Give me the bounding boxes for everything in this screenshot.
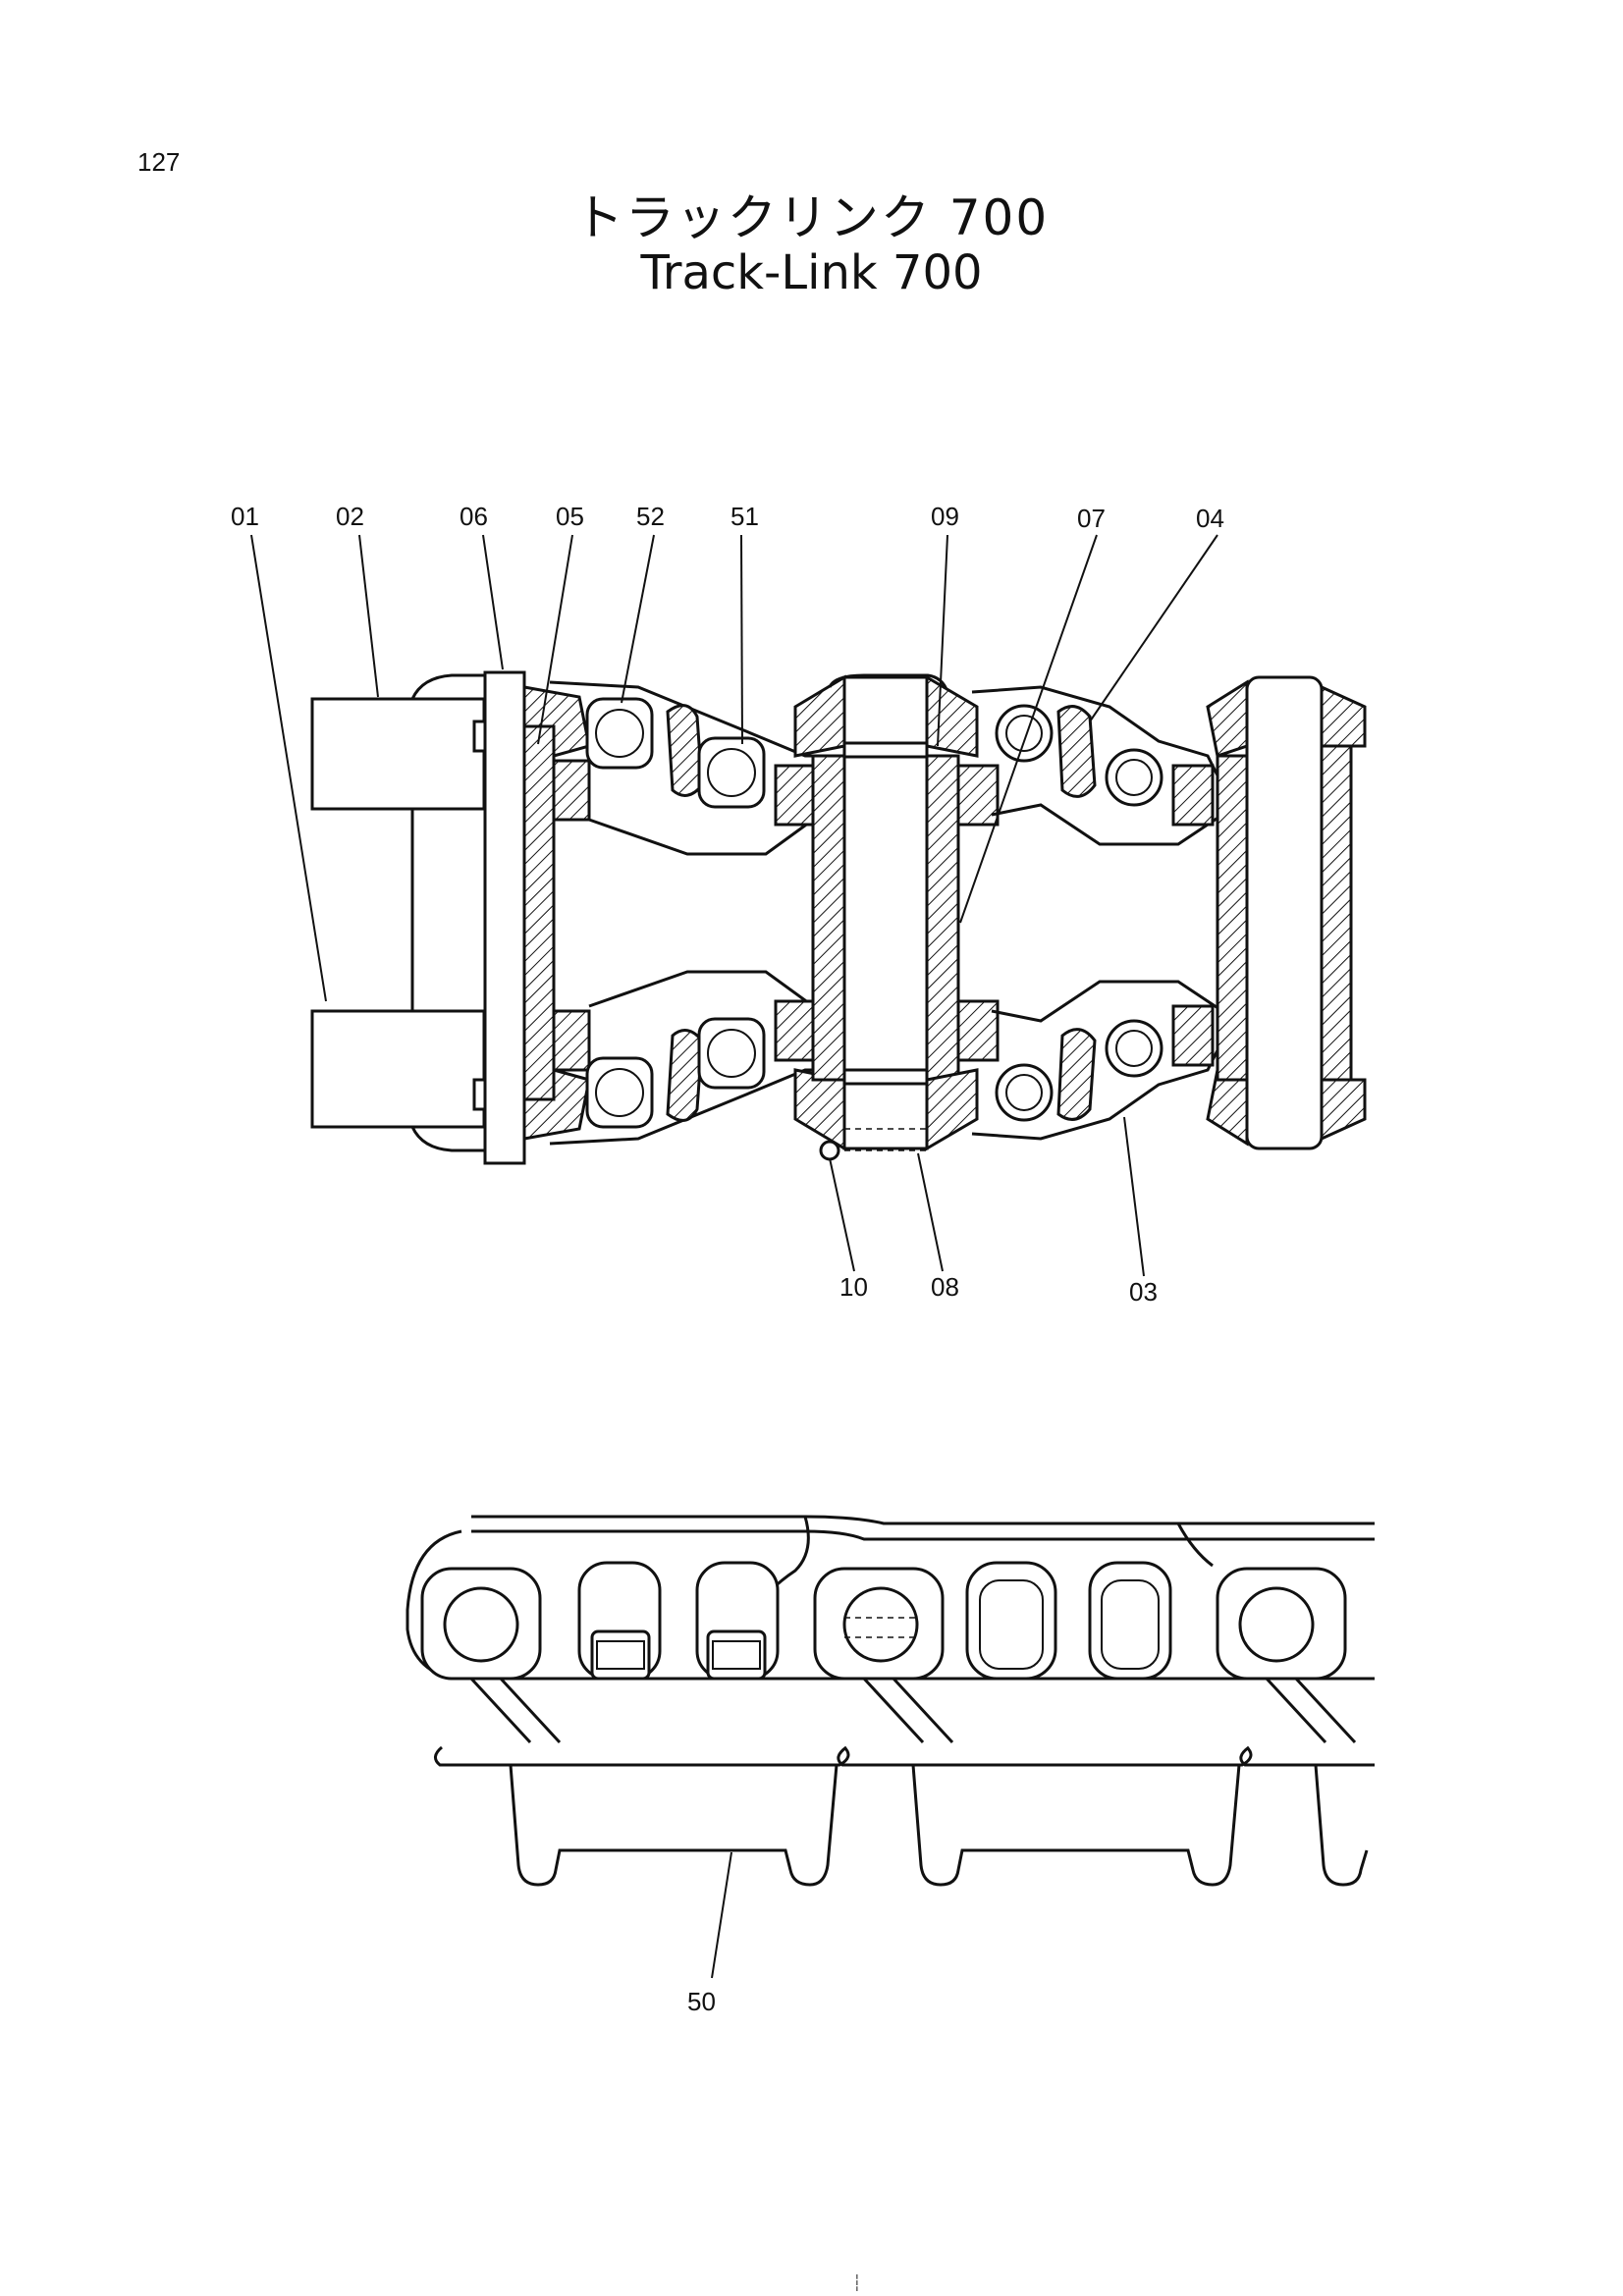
shoe-plate-left: [434, 1745, 850, 1767]
label-08: 08: [931, 1272, 959, 1302]
hole-upper-right-a: [995, 704, 1054, 763]
bushing-center-right: [925, 754, 960, 1082]
page-number: 127: [137, 147, 181, 177]
pin-stub-upper: [310, 697, 486, 811]
top-view: [310, 670, 1367, 1165]
link-plate-lower-right: [971, 1049, 1219, 1141]
label-07: 07: [1077, 504, 1106, 533]
shoe-plate-center: [837, 1745, 1253, 1767]
label-05: 05: [556, 502, 584, 531]
ring-10: [819, 1140, 840, 1161]
label-06: 06: [460, 502, 488, 531]
footer-mark: ┆: [852, 2273, 862, 2292]
label-01: 01: [231, 502, 259, 531]
title-japanese: トラックリンク 700: [573, 189, 1050, 246]
label-02: 02: [336, 502, 364, 531]
label-10: 10: [839, 1272, 868, 1302]
callout-labels: 01 02 06 05 52 51 09 07 04 10 08 03: [231, 502, 1224, 1307]
label-50: 50: [687, 1987, 716, 2016]
window-center-b: [1088, 1561, 1172, 1681]
right-pin: [1245, 675, 1324, 1150]
title-english: Track-Link 700: [640, 245, 983, 300]
label-09: 09: [931, 502, 959, 531]
pin-center-left: [410, 807, 488, 1013]
bushing-center-left: [811, 754, 846, 1082]
window-center-a: [965, 1561, 1057, 1681]
callout-leader-50: [711, 1851, 732, 1979]
pin-stub-lower: [310, 1009, 486, 1129]
side-view: 50: [406, 1515, 1375, 2016]
left-bushing-hatch: [522, 724, 556, 1101]
label-04: 04: [1196, 504, 1224, 533]
callout-leaders: [250, 534, 1218, 1277]
seal-09-upper: [842, 741, 929, 759]
link-plate-upper-right: [971, 685, 1219, 776]
shoe-plate-right: [1239, 1745, 1375, 1767]
label-03: 03: [1129, 1277, 1158, 1307]
label-52: 52: [636, 502, 665, 531]
left-bushing-outer: [483, 670, 526, 1165]
label-51: 51: [730, 502, 759, 531]
